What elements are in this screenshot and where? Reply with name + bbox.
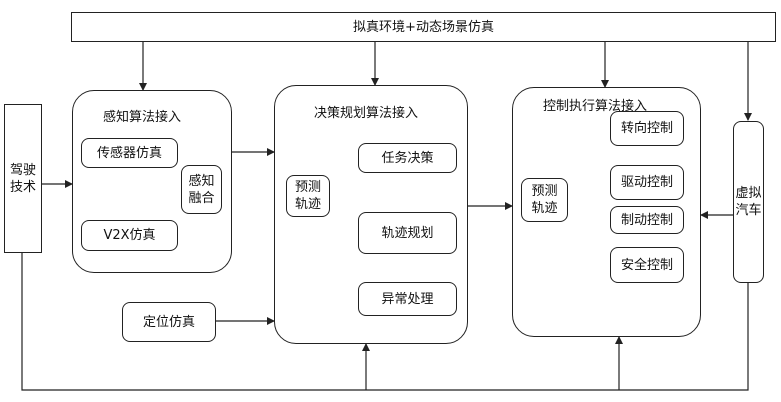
positioning-label: 定位仿真	[142, 314, 195, 330]
exception-handling-box: 异常处理	[358, 282, 457, 316]
safety-control-box: 安全控制	[610, 247, 684, 283]
safety-control-label: 安全控制	[620, 257, 673, 273]
steering-control-label: 转向控制	[620, 121, 673, 136]
top-bar-simulation: 拟真环境+动态场景仿真	[71, 12, 776, 42]
virtual-car-box: 虚拟 汽车	[733, 121, 764, 283]
top-bar-label: 拟真环境+动态场景仿真	[353, 19, 494, 35]
sensor-sim-label: 传感器仿真	[96, 145, 162, 161]
driving-tech-line2: 技术	[9, 179, 36, 195]
drive-control-label: 驱动控制	[620, 175, 673, 190]
braking-control-label: 制动控制	[620, 212, 673, 228]
control-title: 控制执行算法接入	[543, 99, 648, 114]
control-predict-line2: 轨迹	[531, 201, 558, 216]
decision-predict-box: 预测 轨迹	[286, 175, 330, 217]
exception-handling-label: 异常处理	[381, 291, 434, 307]
decision-predict-line1: 预测	[294, 180, 321, 195]
control-predict-box: 预测 轨迹	[521, 178, 568, 222]
decision-predict-line2: 轨迹	[294, 197, 321, 212]
braking-control-box: 制动控制	[610, 206, 684, 234]
task-decision-label: 任务决策	[381, 150, 434, 166]
virtual-car-line2: 汽车	[735, 203, 762, 218]
control-predict-line1: 预测	[531, 184, 558, 199]
positioning-box: 定位仿真	[122, 302, 216, 342]
steering-control-box: 转向控制	[610, 111, 684, 146]
decision-title: 决策规划算法接入	[314, 106, 419, 121]
perception-title: 感知算法接入	[103, 110, 182, 125]
fusion-line2: 融合	[188, 190, 215, 206]
task-decision-box: 任务决策	[358, 143, 457, 173]
driving-tech-line1: 驾驶	[9, 162, 36, 178]
sensor-sim-box: 传感器仿真	[81, 138, 178, 168]
v2x-sim-box: V2X仿真	[81, 220, 178, 251]
virtual-car-line1: 虚拟	[735, 186, 762, 201]
fusion-box: 感知 融合	[181, 165, 222, 214]
fusion-line1: 感知	[188, 173, 215, 189]
trajectory-planning-box: 轨迹规划	[358, 212, 457, 254]
driving-tech-box: 驾驶 技术	[4, 104, 42, 253]
v2x-sim-label: V2X仿真	[103, 228, 156, 243]
drive-control-box: 驱动控制	[610, 165, 684, 200]
trajectory-planning-label: 轨迹规划	[381, 225, 434, 241]
